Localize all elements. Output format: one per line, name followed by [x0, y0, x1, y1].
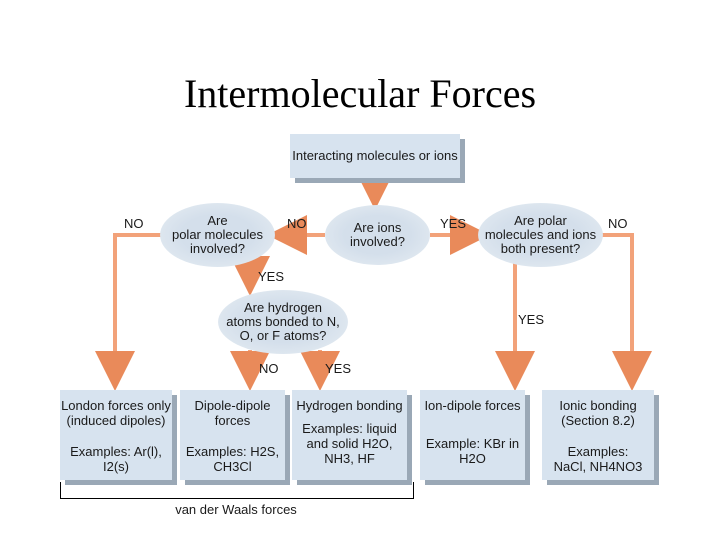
- result-dipole-dipole: Dipole-dipole forces Examples: H2S, CH3C…: [180, 390, 285, 480]
- page-title: Intermolecular Forces: [183, 71, 537, 116]
- label-yes-down: YES: [258, 269, 285, 284]
- label-yes-mid: YES: [440, 216, 467, 231]
- result-ionic-bonding: Ionic bonding (Section 8.2) Examples: Na…: [542, 390, 654, 480]
- question-polar-and-ions: Are polar molecules and ions both presen…: [478, 203, 603, 267]
- start-box: Interacting molecules or ions: [290, 134, 460, 178]
- label-no-mid: NO: [287, 216, 307, 231]
- result-hydrogen-bonding: Hydrogen bonding Examples: liquid and so…: [292, 390, 407, 480]
- label-yes-hydrogen: YES: [325, 361, 352, 376]
- question-ions-involved: Are ions involved?: [325, 205, 430, 265]
- label-yes-right-down: YES: [518, 312, 545, 327]
- label-no-hydrogen: NO: [259, 361, 279, 376]
- result-ion-dipole: Ion-dipole forces Example: KBr in H2O: [420, 390, 525, 480]
- label-no-right: NO: [608, 216, 628, 231]
- result-london-forces: London forces only (induced dipoles) Exa…: [60, 390, 172, 480]
- label-no-left: NO: [124, 216, 144, 231]
- van-der-waals-label: van der Waals forces: [175, 502, 297, 517]
- question-hydrogen-bonded: Are hydrogen atoms bonded to N, O, or F …: [218, 290, 348, 354]
- van-der-waals-bracket: [60, 482, 414, 499]
- question-polar-molecules: Are polar molecules involved?: [160, 203, 275, 267]
